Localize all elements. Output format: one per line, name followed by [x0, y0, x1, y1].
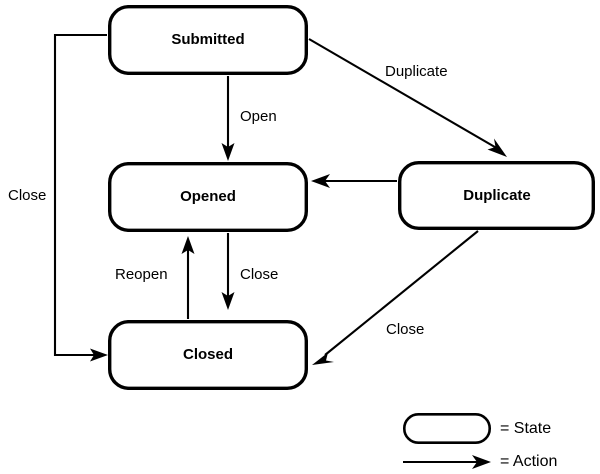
transition-label-close-opened: Close: [240, 266, 278, 283]
state-box-shape: [107, 161, 309, 232]
transition-closed-reopen-opened: Reopen: [115, 236, 195, 319]
state-label-duplicate: Duplicate: [463, 187, 531, 204]
arrow-head-icon: [221, 143, 235, 161]
legend: = State = Action: [402, 412, 557, 470]
transition-duplicate-open-opened: [311, 174, 397, 188]
state-node-opened[interactable]: Opened: [107, 161, 309, 232]
arrow-head-icon: [181, 236, 195, 254]
transition-duplicate-close-closed: Close: [312, 230, 479, 365]
edge-line: [324, 230, 479, 356]
arrow-head-icon: [311, 174, 330, 188]
edge-line: [308, 38, 501, 151]
state-node-duplicate[interactable]: Duplicate: [398, 160, 596, 230]
transition-submitted-duplicate: Duplicate: [308, 38, 507, 157]
state-label-submitted: Submitted: [171, 31, 244, 48]
arrow-head-icon: [90, 348, 108, 362]
legend-state-label: = State: [500, 420, 551, 437]
state-label-closed: Closed: [183, 346, 233, 363]
state-box-shape: [107, 320, 309, 391]
edge-line: [53, 33, 107, 357]
state-box-shape: [107, 4, 309, 75]
legend-arrow-head-icon: [472, 455, 491, 469]
transition-label-close-left: Close: [8, 187, 46, 204]
transition-label-reopen: Reopen: [115, 266, 168, 283]
transition-label-close-duplicate: Close: [386, 321, 424, 338]
legend-action-label: = Action: [500, 453, 557, 470]
legend-state-shape-icon: [402, 412, 491, 444]
state-node-submitted[interactable]: Submitted: [107, 4, 309, 75]
transition-label-open: Open: [240, 108, 277, 125]
arrow-head-icon: [487, 138, 507, 157]
transition-submitted-open-opened: Open: [221, 76, 277, 161]
legend-item-state: = State: [402, 412, 551, 444]
transition-label-duplicate: Duplicate: [385, 63, 448, 80]
arrow-head-icon: [312, 352, 334, 365]
state-label-opened: Opened: [180, 188, 236, 205]
state-node-closed[interactable]: Closed: [107, 320, 309, 391]
legend-item-action: = Action: [403, 453, 557, 470]
transition-opened-close-closed: Close: [221, 233, 278, 310]
arrow-head-icon: [221, 292, 235, 310]
state-box-shape: [398, 160, 596, 230]
transition-submitted-close-closed: Close: [8, 33, 108, 362]
